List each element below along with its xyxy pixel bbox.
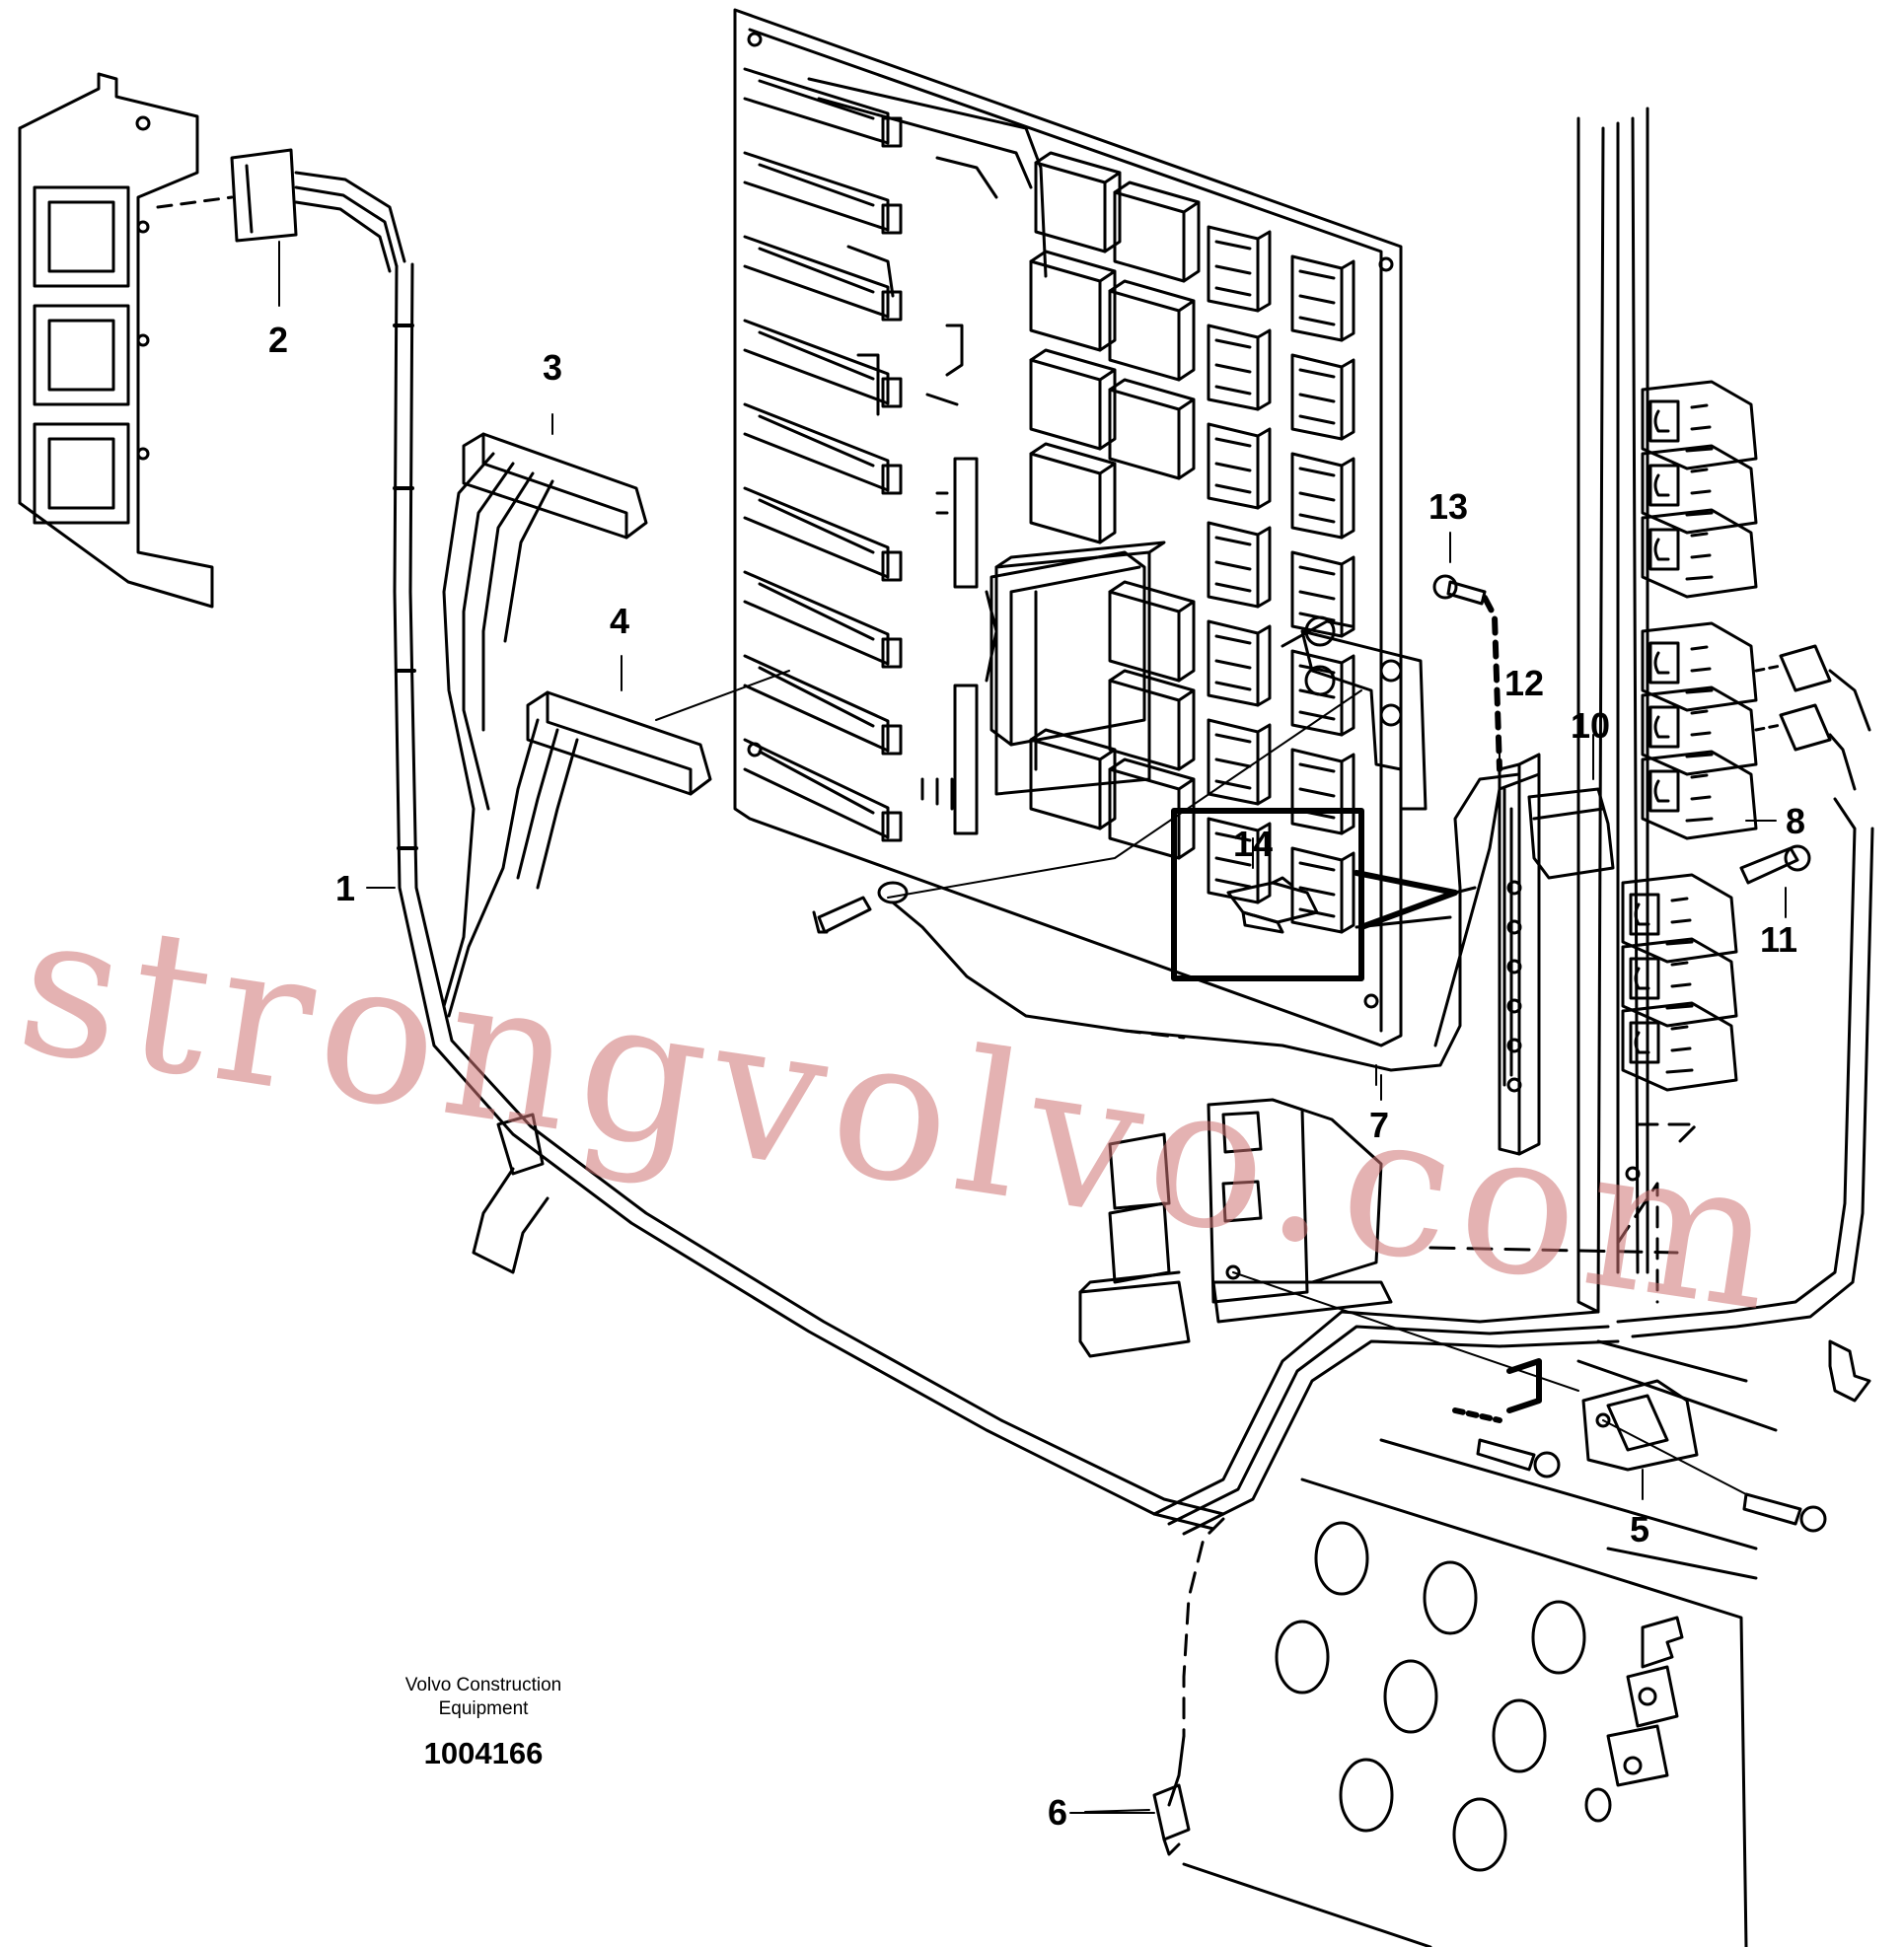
- main-harness: [393, 262, 1874, 1807]
- callout-6: 6: [1048, 1792, 1068, 1833]
- bottom-panel: [1182, 1438, 1758, 1947]
- panel-relay: [1641, 444, 1758, 535]
- board-relay: [1029, 442, 1117, 544]
- board-relay: [1034, 151, 1122, 253]
- right-relays: [1621, 380, 1758, 1092]
- board-relay: [1108, 279, 1196, 382]
- fuse-block: [1290, 748, 1355, 835]
- lower-relay-cluster: [1078, 1098, 1579, 1423]
- edge-connector: [743, 738, 903, 842]
- fuse-block: [1207, 619, 1272, 707]
- panel-relay: [1641, 685, 1758, 776]
- callout-1: 1: [335, 868, 356, 908]
- detail-inset: [1171, 808, 1477, 981]
- board-relay: [1029, 348, 1117, 451]
- panel-relay: [1621, 873, 1738, 964]
- edge-connector: [743, 402, 903, 495]
- ribbon-cables: [442, 452, 579, 1018]
- board-relay: [1029, 728, 1117, 830]
- callout-2: 2: [268, 320, 289, 360]
- board-relay: [1108, 757, 1196, 860]
- fuse-block: [1290, 353, 1355, 441]
- fuse-block: [1207, 422, 1272, 510]
- fuse-block: [1207, 324, 1272, 411]
- callout-7: 7: [1369, 1105, 1390, 1145]
- board-relay: [1108, 669, 1196, 771]
- callout-3: 3: [543, 347, 563, 388]
- callout-4: 4: [610, 601, 630, 641]
- fuse-block: [1290, 649, 1355, 737]
- edge-connector: [743, 486, 903, 582]
- relay-holder-5: [1476, 1379, 1827, 1533]
- screws: [1432, 532, 1811, 918]
- connector-6: [1084, 1783, 1191, 1856]
- callout-11: 11: [1760, 919, 1798, 960]
- company-name: Volvo Construction Equipment: [404, 1675, 562, 1719]
- edge-connector: [743, 151, 903, 235]
- drawing-number: 1004166: [423, 1735, 544, 1770]
- edge-connector: [743, 570, 903, 669]
- panel-relay: [1641, 508, 1758, 599]
- edge-connector: [743, 319, 903, 408]
- callout-8: 8: [1786, 801, 1806, 841]
- board-relay: [1113, 180, 1201, 283]
- fuse-block: [1207, 225, 1272, 313]
- leader-lines: [366, 820, 1777, 1814]
- board-relay-large: [989, 550, 1146, 747]
- holder-bracket: [18, 72, 214, 609]
- fuse-block: [1207, 817, 1272, 904]
- board-relay: [1108, 378, 1196, 480]
- connector-3: [462, 413, 648, 540]
- board-relay: [1029, 250, 1117, 352]
- panel-relay: [1641, 621, 1758, 712]
- callout-12: 12: [1504, 663, 1545, 703]
- edge-connector: [743, 235, 903, 322]
- fuse-block: [1290, 254, 1355, 342]
- callout-10: 10: [1571, 705, 1611, 746]
- connector-4: [526, 655, 790, 796]
- panel-relay: [1641, 750, 1758, 840]
- callout-5: 5: [1630, 1509, 1650, 1550]
- credit-block: Volvo Construction Equipment 1004166: [375, 1674, 592, 1772]
- small-connectors: [1754, 644, 1871, 1403]
- panel-relay: [1621, 1001, 1738, 1092]
- edge-connector: [743, 654, 903, 756]
- fuse-block: [1207, 521, 1272, 609]
- board-relay: [1108, 580, 1196, 683]
- panel-relay: [1641, 380, 1758, 470]
- fuse-block: [1207, 718, 1272, 806]
- connector-2: [156, 148, 406, 307]
- circuit-board: [733, 8, 1428, 1047]
- callout-13: 13: [1428, 486, 1469, 527]
- fuse-block: [1290, 452, 1355, 540]
- panel-relay: [1621, 937, 1738, 1028]
- relay-panel-rail: [1428, 107, 1778, 1432]
- callout-14: 14: [1233, 824, 1274, 864]
